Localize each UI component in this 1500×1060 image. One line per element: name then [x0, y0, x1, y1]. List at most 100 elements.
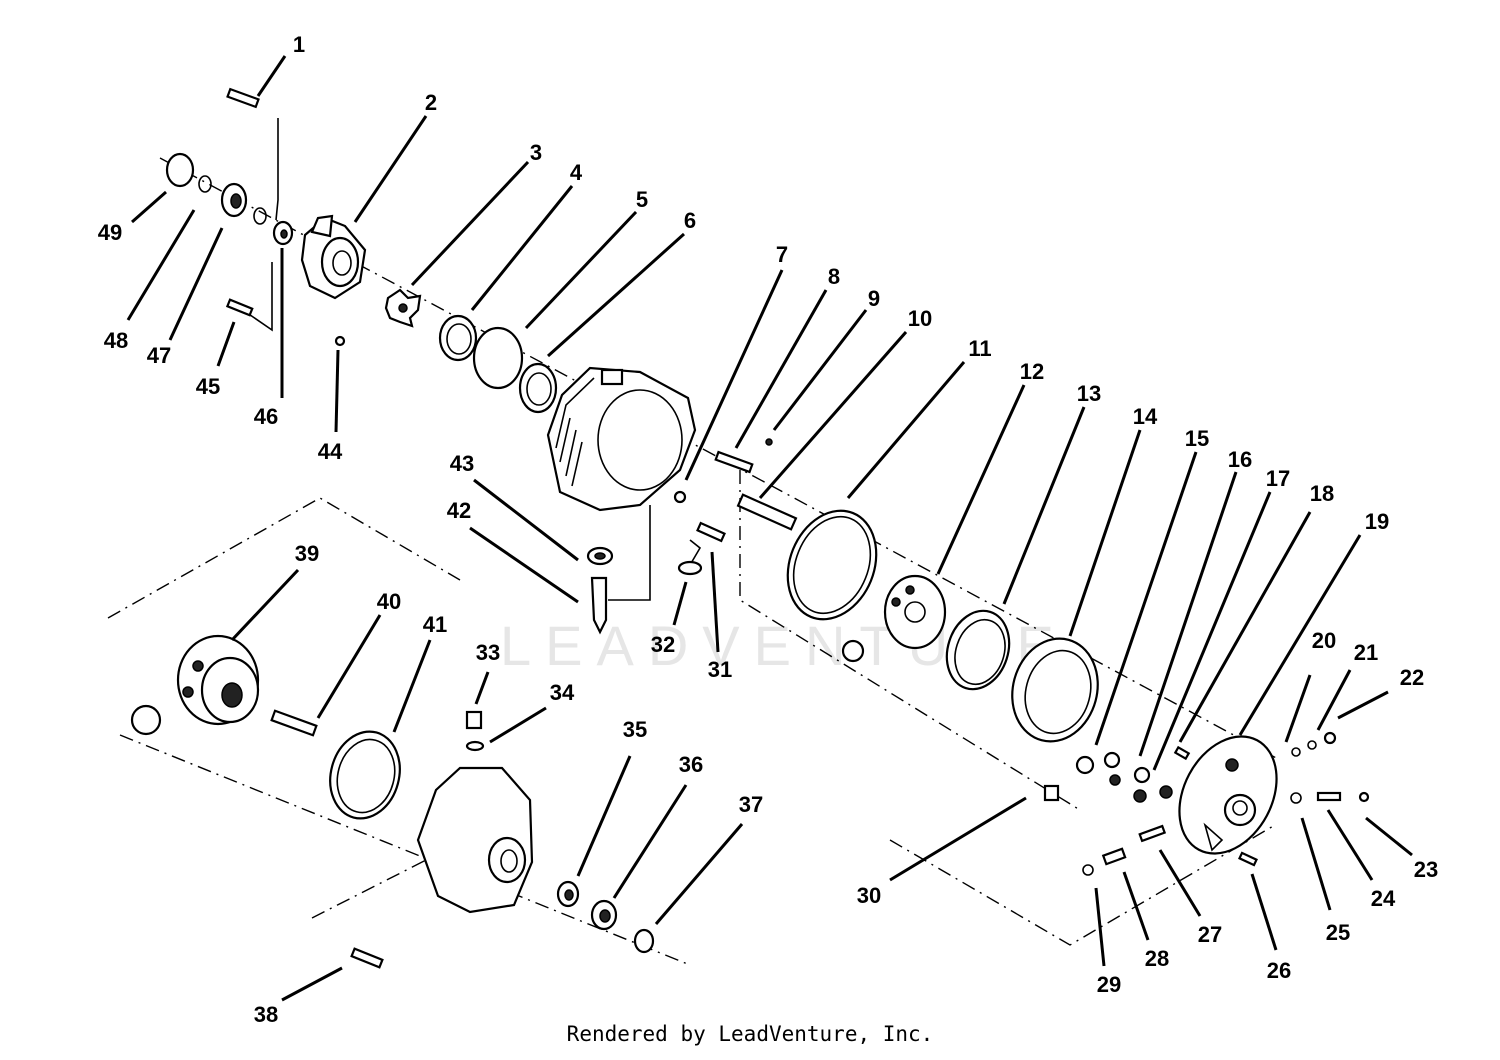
- plug-part-30: [1043, 784, 1060, 802]
- callout-25: 25: [1300, 817, 1350, 945]
- bearing-part-47: [220, 182, 248, 218]
- callout-20: 20: [1284, 628, 1336, 743]
- svg-text:42: 42: [447, 498, 471, 523]
- callout-42: 42: [447, 498, 579, 604]
- callout-27: 27: [1158, 849, 1222, 947]
- svg-text:13: 13: [1077, 381, 1101, 406]
- callout-21: 21: [1316, 640, 1378, 731]
- svg-text:44: 44: [318, 439, 343, 464]
- callout-15: 15: [1094, 426, 1209, 746]
- callout-33: 33: [474, 640, 500, 705]
- callout-1: 1: [256, 32, 305, 97]
- callout-34: 34: [489, 680, 575, 744]
- callout-40: 40: [316, 589, 401, 719]
- o-ring-part-48: [198, 175, 212, 193]
- callout-26: 26: [1250, 873, 1291, 983]
- spring-part-24: [1316, 791, 1342, 802]
- svg-text:26: 26: [1267, 958, 1291, 983]
- svg-text:19: 19: [1365, 509, 1389, 534]
- svg-text:1: 1: [293, 32, 305, 57]
- washer-part-32: [677, 560, 703, 576]
- seal-ring-part-6: [518, 362, 558, 414]
- callout-6: 6: [546, 208, 696, 358]
- callout-46: 46: [254, 248, 284, 429]
- callout-4: 4: [470, 160, 583, 311]
- callout-47: 47: [147, 227, 224, 368]
- part-18: [1133, 789, 1147, 803]
- svg-text:34: 34: [550, 680, 575, 705]
- ball-part-9: [765, 438, 773, 446]
- callout-2: 2: [353, 90, 437, 223]
- svg-text:9: 9: [868, 286, 880, 311]
- screw-part-38: [350, 947, 384, 969]
- part-17b: [1133, 766, 1151, 784]
- screw-part-45: [225, 298, 254, 317]
- ring-part-41: [329, 730, 401, 820]
- ball-part-left: [130, 704, 162, 736]
- pin-part-18c: [1173, 745, 1191, 761]
- callout-29: 29: [1094, 887, 1121, 997]
- snap-ring-part-49: [165, 152, 195, 188]
- svg-text:32: 32: [651, 632, 675, 657]
- o-ring-small: [253, 207, 267, 225]
- bearing-part-36: [590, 899, 618, 931]
- svg-text:17: 17: [1266, 466, 1290, 491]
- svg-text:38: 38: [254, 1002, 278, 1027]
- callout-18: 18: [1178, 481, 1334, 743]
- svg-text:28: 28: [1145, 946, 1169, 971]
- callout-35: 35: [576, 717, 647, 877]
- callout-41: 41: [392, 612, 447, 733]
- callout-32: 32: [651, 581, 688, 657]
- rotor-part-39: [176, 634, 260, 726]
- svg-text:25: 25: [1326, 920, 1350, 945]
- bushing-part-43: [586, 546, 614, 566]
- part-17: [1109, 774, 1121, 786]
- svg-text:36: 36: [679, 752, 703, 777]
- svg-text:23: 23: [1414, 857, 1438, 882]
- svg-text:29: 29: [1097, 972, 1121, 997]
- svg-text:22: 22: [1400, 665, 1424, 690]
- callout-23: 23: [1365, 816, 1438, 882]
- svg-text:4: 4: [570, 160, 583, 185]
- callout-10: 10: [758, 306, 932, 499]
- fitting-part-44: [334, 335, 346, 347]
- snap-ring-part-37: [633, 928, 655, 954]
- part-23: [1358, 791, 1370, 803]
- callout-48: 48: [104, 209, 196, 353]
- shaft-part-42: [590, 576, 608, 635]
- svg-text:11: 11: [968, 336, 991, 361]
- callout-12: 12: [936, 359, 1044, 575]
- callout-13: 13: [1002, 381, 1101, 605]
- svg-text:14: 14: [1133, 404, 1158, 429]
- part-25: [1290, 792, 1302, 804]
- callout-9: 9: [772, 286, 880, 431]
- svg-text:47: 47: [147, 343, 171, 368]
- svg-text:37: 37: [739, 792, 763, 817]
- svg-text:49: 49: [98, 220, 122, 245]
- pin-part-26: [1238, 851, 1258, 867]
- callout-36: 36: [612, 752, 703, 899]
- svg-text:35: 35: [623, 717, 647, 742]
- callout-38: 38: [254, 966, 343, 1027]
- svg-text:24: 24: [1371, 886, 1396, 911]
- o-ring-part-11: [786, 509, 878, 621]
- callout-8: 8: [734, 264, 840, 449]
- svg-text:27: 27: [1198, 922, 1222, 947]
- pin-part-8: [714, 450, 754, 474]
- svg-text:5: 5: [636, 187, 648, 212]
- svg-text:3: 3: [530, 140, 542, 165]
- svg-text:16: 16: [1228, 447, 1252, 472]
- plug-part-33: [465, 710, 483, 730]
- callout-31: 31: [708, 551, 732, 682]
- part-21: [1307, 740, 1317, 750]
- part-15: [1075, 755, 1095, 775]
- svg-text:21: 21: [1354, 640, 1378, 665]
- plug-part-28: [1101, 847, 1127, 866]
- plate-part-5: [472, 326, 524, 390]
- svg-text:8: 8: [828, 264, 840, 289]
- svg-text:10: 10: [908, 306, 932, 331]
- callout-11: 11: [846, 336, 992, 499]
- svg-text:20: 20: [1312, 628, 1336, 653]
- callout-24: 24: [1326, 809, 1396, 911]
- svg-text:6: 6: [684, 208, 696, 233]
